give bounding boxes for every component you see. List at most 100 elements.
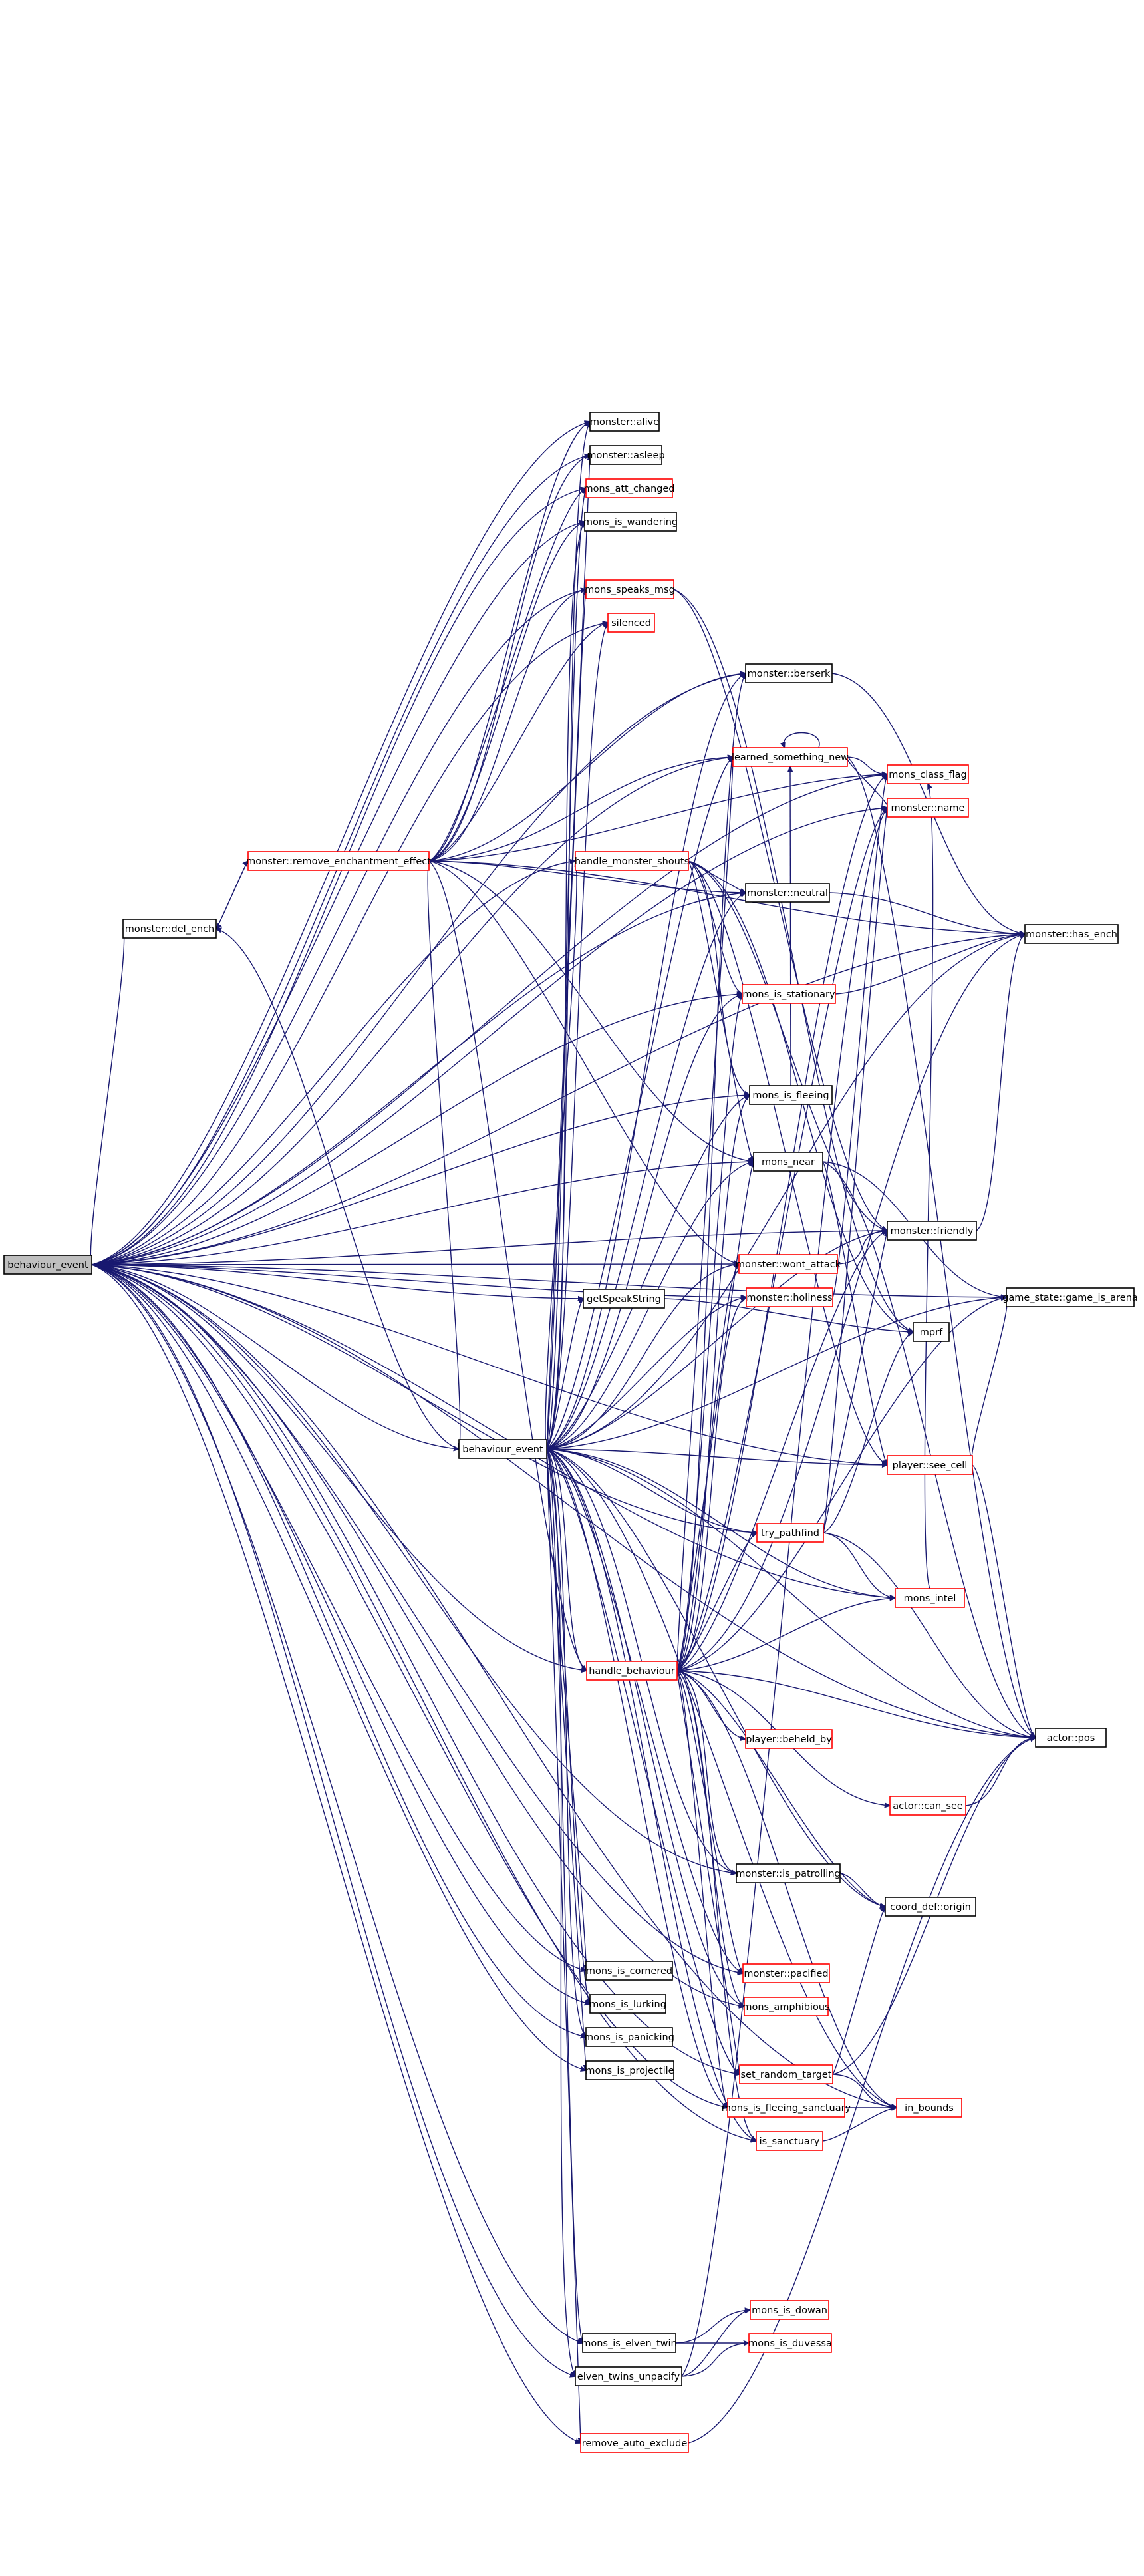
node-box-monster_berserk[interactable]	[745, 663, 833, 683]
node-mons_is_lurking[interactable]: mons_is_lurking	[589, 1994, 666, 2014]
node-getSpeakString[interactable]: getSpeakString	[583, 1289, 665, 1309]
node-monster_pacified[interactable]: monster::pacified	[742, 1963, 830, 1983]
node-box-monster_alive[interactable]	[589, 412, 660, 432]
node-behaviour_event_mid[interactable]: behaviour_event	[458, 1439, 547, 1459]
node-mons_is_fleeing_sanctuary[interactable]: mons_is_fleeing_sanctuary	[722, 2098, 851, 2118]
node-box-mons_is_cornered[interactable]	[585, 1961, 673, 1981]
node-box-getSpeakString[interactable]	[583, 1289, 665, 1309]
node-mons_is_stationary[interactable]: mons_is_stationary	[742, 984, 836, 1004]
node-box-mons_is_elven_twin[interactable]	[582, 2333, 676, 2353]
node-mons_is_elven_twin[interactable]: mons_is_elven_twin	[581, 2333, 677, 2353]
node-coord_def_origin[interactable]: coord_def::origin	[885, 1897, 976, 1917]
node-box-mons_amphibious[interactable]	[744, 1997, 829, 2016]
node-silenced[interactable]: silenced	[607, 613, 655, 633]
node-monster_neutral[interactable]: monster::neutral	[745, 883, 830, 903]
node-box-monster_wont_attack[interactable]	[738, 1254, 838, 1274]
node-box-mons_class_flag[interactable]	[887, 764, 969, 784]
node-box-mons_is_fleeing[interactable]	[749, 1085, 833, 1105]
node-box-mons_att_changed[interactable]	[585, 478, 673, 498]
node-box-player_beheld_by[interactable]	[745, 1729, 833, 1749]
node-monster_asleep[interactable]: monster::asleep	[587, 445, 665, 465]
node-set_random_target[interactable]: set_random_target	[739, 2064, 833, 2084]
node-behaviour_event_root[interactable]: behaviour_event	[3, 1255, 92, 1275]
node-mons_att_changed[interactable]: mons_att_changed	[583, 478, 675, 498]
node-box-mons_is_projectile[interactable]	[585, 2060, 674, 2080]
node-box-handle_behaviour[interactable]	[586, 1661, 678, 1681]
node-monster_wont_attack[interactable]: monster::wont_attack	[736, 1254, 841, 1274]
node-box-mons_is_stationary[interactable]	[742, 984, 836, 1004]
node-box-monster_neutral[interactable]	[745, 883, 830, 903]
node-box-monster_holiness[interactable]	[746, 1287, 833, 1307]
node-mons_amphibious[interactable]: mons_amphibious	[742, 1997, 830, 2016]
node-monster_has_ench[interactable]: monster::has_ench	[1024, 924, 1119, 944]
node-box-mons_is_panicking[interactable]	[585, 2027, 673, 2047]
node-box-mons_intel[interactable]	[895, 1588, 965, 1608]
node-monster_berserk[interactable]: monster::berserk	[745, 663, 833, 683]
node-monster_name[interactable]: monster::name	[887, 798, 969, 818]
node-box-player_see_cell[interactable]	[887, 1455, 973, 1475]
node-monster_remove_enchantment_effect[interactable]: monster::remove_enchantment_effect	[246, 851, 431, 871]
node-box-learned_something_new[interactable]	[732, 747, 848, 767]
node-box-monster_remove_enchantment_effect[interactable]	[247, 851, 430, 871]
node-monster_friendly[interactable]: monster::friendly	[887, 1221, 977, 1241]
node-box-silenced[interactable]	[607, 613, 655, 633]
node-mprf[interactable]: mprf	[913, 1322, 950, 1342]
node-box-try_pathfind[interactable]	[756, 1523, 824, 1543]
node-mons_is_fleeing[interactable]: mons_is_fleeing	[749, 1085, 833, 1105]
node-box-actor_pos[interactable]	[1035, 1728, 1107, 1748]
node-in_bounds[interactable]: in_bounds	[896, 2098, 962, 2118]
node-handle_monster_shouts[interactable]: handle_monster_shouts	[575, 851, 689, 871]
node-box-behaviour_event_root[interactable]	[3, 1255, 92, 1275]
node-box-monster_has_ench[interactable]	[1024, 924, 1119, 944]
node-player_beheld_by[interactable]: player::beheld_by	[745, 1729, 833, 1749]
node-mons_is_cornered[interactable]: mons_is_cornered	[585, 1961, 673, 1981]
node-box-mons_near[interactable]	[753, 1152, 823, 1172]
node-box-mons_is_fleeing_sanctuary[interactable]	[727, 2098, 845, 2118]
node-box-coord_def_origin[interactable]	[885, 1897, 976, 1917]
node-monster_alive[interactable]: monster::alive	[589, 412, 660, 432]
node-monster_is_patrolling[interactable]: monster::is_patrolling	[736, 1863, 841, 1883]
node-box-monster_del_ench[interactable]	[122, 919, 217, 939]
node-box-monster_name[interactable]	[887, 798, 969, 818]
node-actor_pos[interactable]: actor::pos	[1035, 1728, 1107, 1748]
node-mons_is_panicking[interactable]: mons_is_panicking	[584, 2027, 674, 2047]
node-box-monster_asleep[interactable]	[589, 445, 662, 465]
node-box-mons_speaks_msg[interactable]	[585, 579, 674, 599]
node-learned_something_new[interactable]: learned_something_new	[732, 747, 849, 767]
node-mons_is_duvessa[interactable]: mons_is_duvessa	[748, 2333, 832, 2353]
node-box-monster_friendly[interactable]	[887, 1221, 977, 1241]
node-box-monster_is_patrolling[interactable]	[736, 1863, 841, 1883]
node-box-handle_monster_shouts[interactable]	[575, 851, 689, 871]
node-box-remove_auto_exclude[interactable]	[580, 2433, 689, 2453]
node-box-elven_twins_unpacify[interactable]	[575, 2366, 682, 2386]
node-box-behaviour_event_mid[interactable]	[458, 1439, 547, 1459]
node-monster_holiness[interactable]: monster::holiness	[746, 1287, 833, 1307]
node-mons_is_wandering[interactable]: mons_is_wandering	[583, 512, 678, 532]
node-box-mons_is_duvessa[interactable]	[748, 2333, 832, 2353]
node-box-monster_pacified[interactable]	[742, 1963, 830, 1983]
node-player_see_cell[interactable]: player::see_cell	[887, 1455, 973, 1475]
node-mons_is_projectile[interactable]: mons_is_projectile	[585, 2060, 674, 2080]
node-box-mons_is_dowan[interactable]	[750, 2300, 829, 2320]
node-mons_speaks_msg[interactable]: mons_speaks_msg	[585, 579, 675, 599]
node-box-in_bounds[interactable]	[896, 2098, 962, 2118]
node-mons_intel[interactable]: mons_intel	[895, 1588, 965, 1608]
node-handle_behaviour[interactable]: handle_behaviour	[586, 1661, 678, 1681]
node-monster_del_ench[interactable]: monster::del_ench	[122, 919, 217, 939]
node-try_pathfind[interactable]: try_pathfind	[756, 1523, 824, 1543]
node-box-mons_is_wandering[interactable]	[584, 512, 677, 532]
node-elven_twins_unpacify[interactable]: elven_twins_unpacify	[575, 2366, 682, 2386]
node-is_sanctuary[interactable]: is_sanctuary	[756, 2131, 823, 2151]
node-game_state_game_is_arena[interactable]: game_state::game_is_arena	[1002, 1287, 1138, 1307]
node-mons_class_flag[interactable]: mons_class_flag	[887, 764, 969, 784]
node-mons_near[interactable]: mons_near	[753, 1152, 823, 1172]
node-remove_auto_exclude[interactable]: remove_auto_exclude	[580, 2433, 689, 2453]
node-mons_is_dowan[interactable]: mons_is_dowan	[750, 2300, 829, 2320]
node-box-set_random_target[interactable]	[739, 2064, 833, 2084]
node-box-mons_is_lurking[interactable]	[589, 1994, 666, 2014]
node-box-mprf[interactable]	[913, 1322, 950, 1342]
node-box-actor_can_see[interactable]	[889, 1796, 966, 1816]
node-actor_can_see[interactable]: actor::can_see	[889, 1796, 966, 1816]
node-box-game_state_game_is_arena[interactable]	[1006, 1287, 1135, 1307]
node-box-is_sanctuary[interactable]	[756, 2131, 823, 2151]
